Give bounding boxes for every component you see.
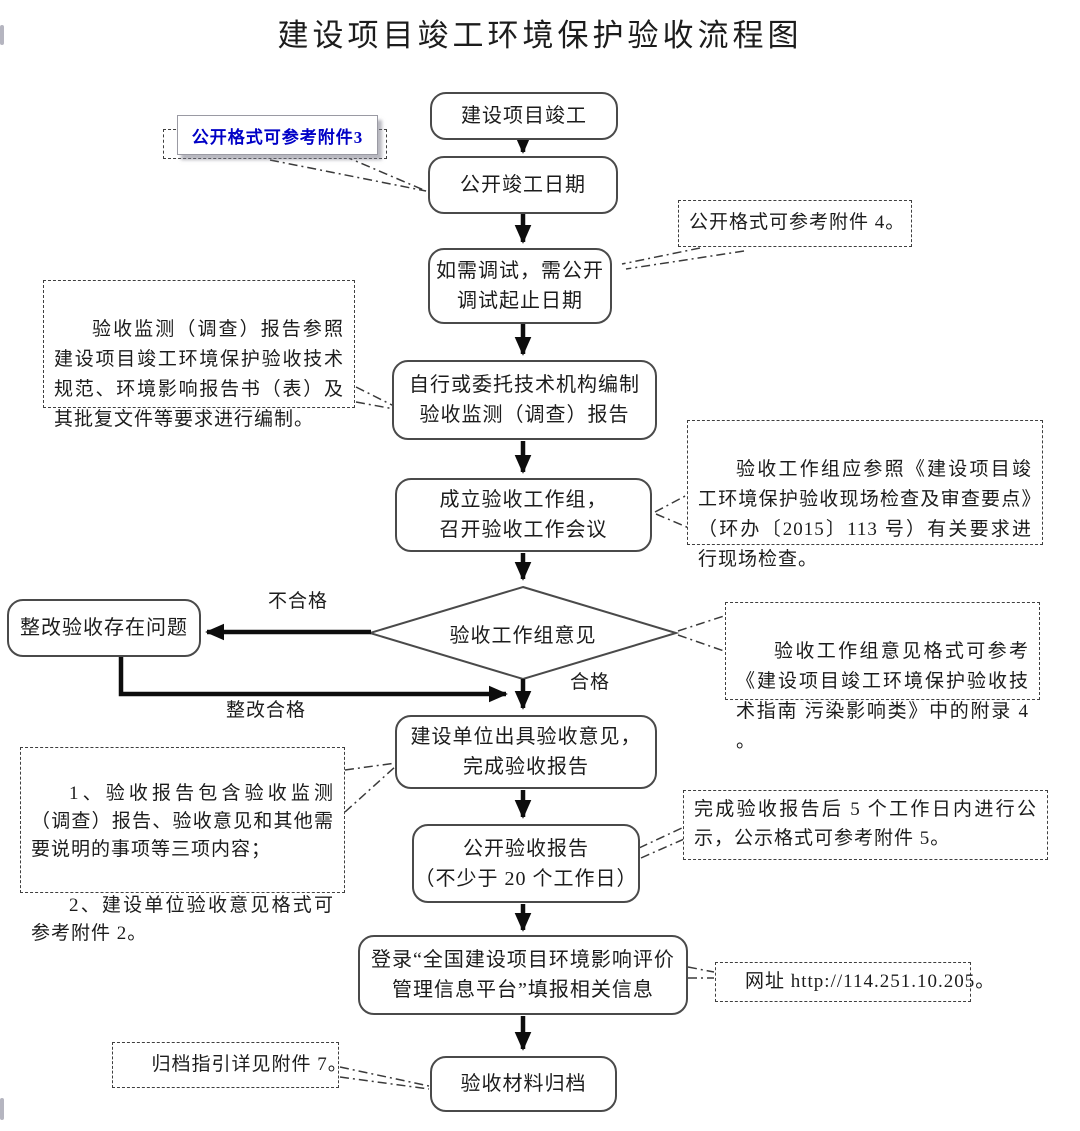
flow-node-debug-period: 如需调试，需公开 调试起止日期 [428,248,612,324]
flow-node-login-platform: 登录“全国建设项目环境影响评价 管理信息平台”填报相关信息 [358,935,688,1015]
report-content-note: 1、验收报告包含验收监测（调查）报告、验收意见和其他需要说明的事项等三项内容； … [20,747,345,944]
flow-node-workgroup-meeting: 成立验收工作组， 召开验收工作会议 [395,478,652,552]
flow-node-rectify-problems: 整改验收存在问题 [7,599,201,657]
opinion-format-note: 验收工作组意见格式可参考《建设项目竣工环境保护验收技术指南 污染影响类》中的附录… [725,602,1040,752]
site-check-note: 验收工作组应参照《建设项目竣工环境保护验收现场检查及审查要点》（环办〔2015〕… [687,420,1043,570]
monitoring-basis-note: 验收监测（调查）报告参照建设项目竣工环境保护验收技术规范、环境影响报告书（表）及… [43,280,355,430]
report-content-item-2: 2、建设单位验收意见格式可参考附件 2。 [31,895,334,944]
flow-node-compile-report: 自行或委托技术机构编制 验收监测（调查）报告 [392,360,657,440]
attachment4-note: 公开格式可参考附件 4。 [678,200,912,247]
flow-node-publish-date: 公开竣工日期 [428,156,618,214]
edge-label-pass: 合格 [570,672,611,693]
flow-node-project-completion: 建设项目竣工 [430,92,618,140]
scan-artifact [0,1098,4,1120]
publicity-period-note: 完成验收报告后 5 个工作日内进行公示，公示格式可参考附件 5。 [683,790,1048,860]
opinion-format-text: 验收工作组意见格式可参考《建设项目竣工环境保护验收技术指南 污染影响类》中的附录… [736,641,1029,752]
attachment3-callout: 公开格式可参考附件3 [177,115,378,155]
edge-label-fail: 不合格 [268,591,329,612]
flow-node-decision-label: 验收工作组意见 [449,624,597,647]
archive-guide-note: 归档指引详见附件 7。 [112,1042,347,1088]
report-content-item-1: 1、验收报告包含验收监测（调查）报告、验收意见和其他需要说明的事项等三项内容； [31,783,334,860]
site-check-text: 验收工作组应参照《建设项目竣工环境保护验收现场检查及审查要点》（环办〔2015〕… [698,459,1032,570]
edge-label-rectified: 整改合格 [226,700,307,721]
page-title: 建设项目竣工环境保护验收流程图 [277,18,803,53]
flow-node-archive-materials: 验收材料归档 [430,1056,617,1112]
flow-node-publicize-report: 公开验收报告 （不少于 20 个工作日） [412,824,640,903]
flow-arrows [118,134,532,1051]
scan-artifact [0,25,4,45]
monitoring-basis-text: 验收监测（调查）报告参照建设项目竣工环境保护验收技术规范、环境影响报告书（表）及… [54,319,344,430]
flow-node-issue-opinion: 建设单位出具验收意见， 完成验收报告 [395,715,657,789]
website-note: 网址 http://114.251.10.205。 [715,962,994,1002]
callout-leader-lines [269,155,745,1090]
